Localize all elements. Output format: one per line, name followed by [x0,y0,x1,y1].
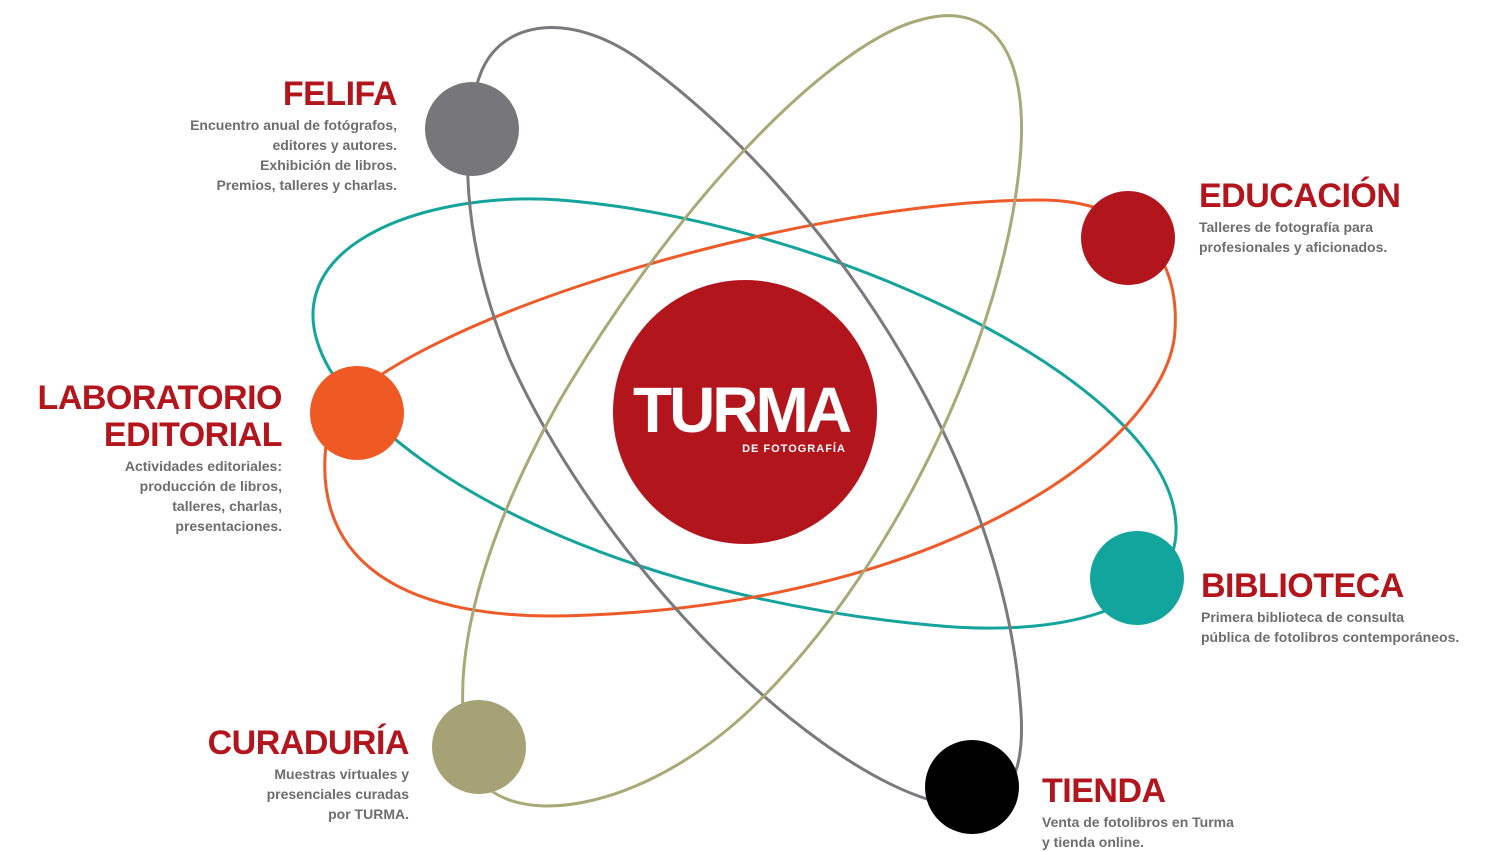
logo-sub-text: DE FOTOGRAFÍA [742,442,846,455]
node-curaduria[interactable] [432,700,526,794]
node-educacion[interactable] [1081,191,1175,285]
node-felifa[interactable] [425,82,519,176]
tienda-label: TIENDA Venta de fotolibros en Turma y ti… [1042,773,1234,852]
laboratorio-title: LABORATORIO EDITORIAL [37,379,283,454]
tienda-description: Venta de fotolibros en Turma y tienda on… [1042,812,1234,852]
tienda-title: TIENDA [1042,772,1166,810]
educacion-title: EDUCACIÓN [1199,177,1401,215]
orbit-teal [311,197,1178,630]
laboratorio-title-line: EDITORIAL [103,416,283,454]
node-biblioteca[interactable] [1090,531,1184,625]
biblioteca-title: BIBLIOTECA [1201,567,1404,605]
biblioteca-label: BIBLIOTECA Primera biblioteca de consult… [1201,568,1459,647]
felifa-desc-line: Premios, talleres y charlas. [216,177,397,193]
educacion-label: EDUCACIÓN Talleres de fotografía para pr… [1199,177,1401,257]
laboratorio-title-line: LABORATORIO [37,379,283,417]
felifa-description: Encuentro anual de fotógrafos, editores … [190,115,397,195]
laboratorio-desc-line: Actividades editoriales: [124,458,282,474]
laboratorio-desc-line: talleres, charlas, [172,498,282,514]
tienda-desc-line: y tienda online. [1042,834,1144,850]
laboratorio-desc-line: presentaciones. [175,518,282,534]
orbit-orange [323,198,1177,618]
logo-main-text: TURMA [633,374,851,446]
curaduria-desc-line: por TURMA. [328,806,409,822]
curaduria-description: Muestras virtuales y presenciales curada… [208,764,409,824]
biblioteca-description: Primera biblioteca de consulta pública d… [1201,607,1459,647]
curaduria-label: CURADURÍA Muestras virtuales y presencia… [207,724,410,824]
orbit-khaki [461,14,1023,808]
laboratorio-desc-line: producción de libros, [139,478,282,494]
node-tienda[interactable] [925,740,1019,834]
node-laboratorio[interactable] [310,366,404,460]
tienda-desc-line: Venta de fotolibros en Turma [1042,814,1234,830]
turma-logo[interactable]: TURMA DE FOTOGRAFÍA [613,280,877,544]
felifa-title: FELIFA [282,75,398,113]
biblioteca-desc-line: Primera biblioteca de consulta [1201,609,1405,625]
educacion-description: Talleres de fotografía para profesionale… [1199,217,1400,257]
felifa-label: FELIFA Encuentro anual de fotógrafos, ed… [190,76,397,195]
curaduria-title: CURADURÍA [207,724,410,762]
felifa-desc-line: Exhibición de libros. [260,157,397,173]
educacion-desc-line: Talleres de fotografía para [1199,219,1374,235]
felifa-desc-line: Encuentro anual de fotógrafos, [190,117,397,133]
educacion-desc-line: profesionales y aficionados. [1199,239,1388,255]
curaduria-desc-line: presenciales curadas [266,786,409,802]
curaduria-desc-line: Muestras virtuales y [274,766,409,782]
felifa-desc-line: editores y autores. [272,137,398,153]
laboratorio-label: LABORATORIO EDITORIAL Actividades editor… [37,379,283,536]
center-circle [613,280,877,544]
biblioteca-desc-line: pública de fotolibros contemporáneos. [1201,629,1460,645]
laboratorio-description: Actividades editoriales: producción de l… [38,456,282,536]
